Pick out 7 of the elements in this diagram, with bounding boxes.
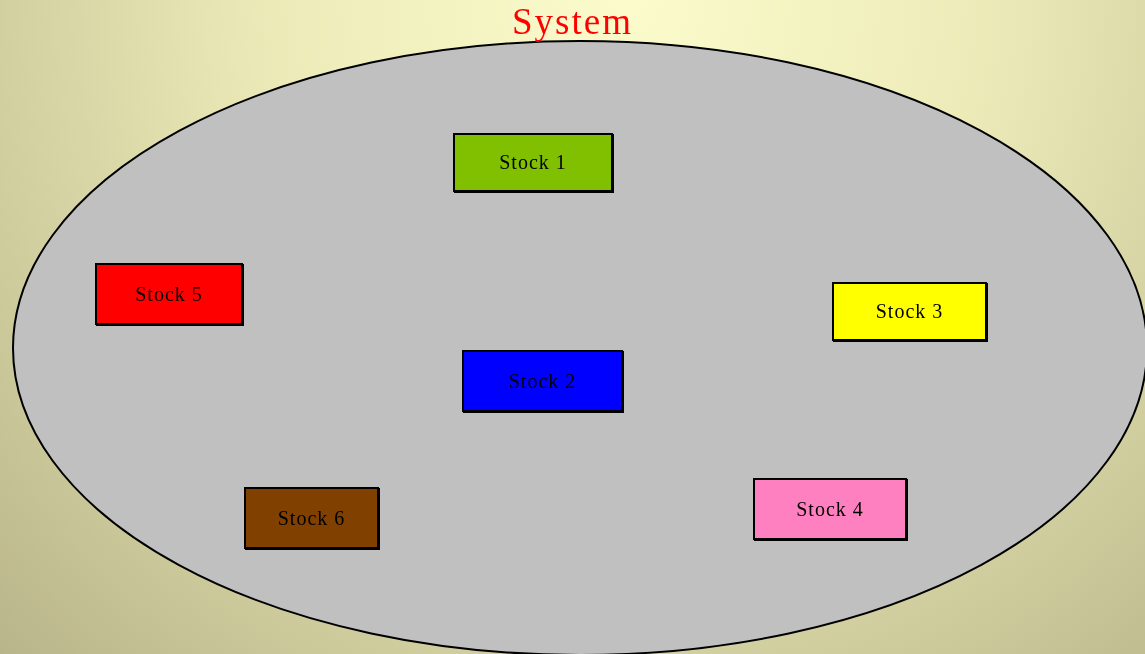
stock-box: Stock 4 xyxy=(753,478,907,540)
stock-box: Stock 1 xyxy=(453,133,613,192)
stock-box: Stock 5 xyxy=(95,263,243,325)
stock-box: Stock 2 xyxy=(462,350,623,412)
ellipse-title: System xyxy=(511,0,634,44)
stock-box: Stock 6 xyxy=(244,487,379,549)
stock-box: Stock 3 xyxy=(832,282,987,341)
